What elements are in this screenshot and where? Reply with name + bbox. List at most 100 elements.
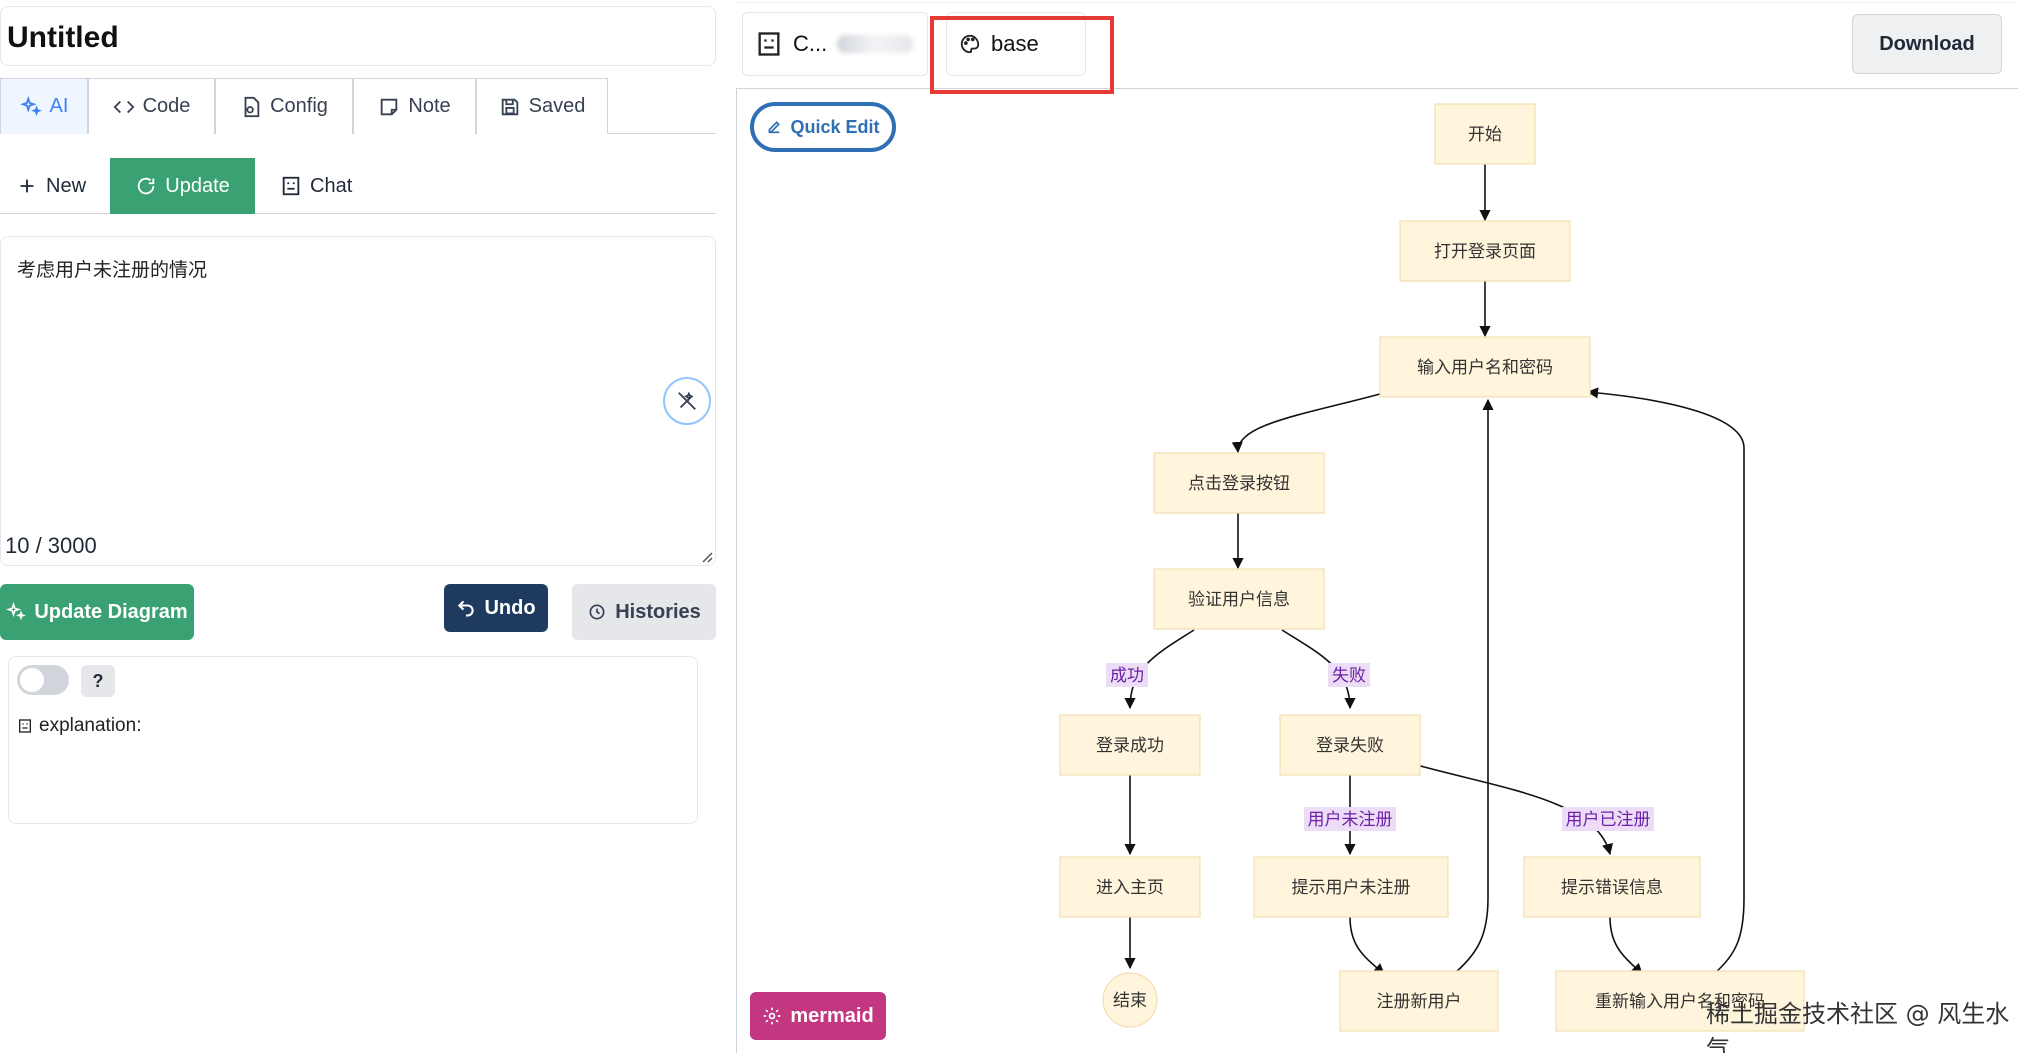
- blurred-model-name: [837, 35, 914, 53]
- theme-label: base: [991, 31, 1039, 56]
- bot-icon: [19, 719, 31, 733]
- update-diagram-label: Update Diagram: [34, 600, 188, 623]
- edge-fail-error: [1405, 761, 1613, 856]
- sub-tab-bar: New Update Chat: [0, 158, 716, 214]
- node-click-login-label: 点击登录按钮: [1188, 474, 1290, 494]
- model-selector[interactable]: C...: [742, 12, 928, 76]
- note-icon: [381, 98, 398, 115]
- magic-wand-button[interactable]: [663, 377, 711, 425]
- node-open-login[interactable]: 打开登录页面: [1399, 220, 1571, 282]
- flowchart-edges: [1124, 164, 1745, 975]
- node-verify-label: 验证用户信息: [1188, 590, 1290, 610]
- tab-config[interactable]: Config: [215, 78, 353, 134]
- tab-code[interactable]: Code: [88, 78, 215, 134]
- edge-label-success: 成功: [1106, 663, 1148, 687]
- tab-new[interactable]: New: [16, 158, 112, 214]
- explanation-label-text: explanation:: [39, 715, 142, 736]
- edge-unregistered-register: [1349, 916, 1385, 975]
- edge-input-click: [1231, 393, 1381, 454]
- edge-label-registered-text: 用户已注册: [1566, 810, 1651, 830]
- node-login-fail[interactable]: 登录失败: [1279, 714, 1421, 776]
- resize-handle-icon[interactable]: [699, 549, 713, 563]
- edge-reenter-input: [1586, 387, 1745, 975]
- node-enter-home[interactable]: 进入主页: [1059, 856, 1201, 918]
- bot-icon: [282, 176, 300, 196]
- history-icon: [589, 604, 605, 620]
- tab-update-label: Update: [165, 174, 230, 197]
- histories-label: Histories: [615, 600, 701, 623]
- save-icon: [501, 98, 518, 115]
- prompt-textarea[interactable]: 考虑用户未注册的情况 10 / 3000: [0, 236, 716, 566]
- tab-chat-label: Chat: [310, 174, 353, 197]
- character-count: 10 / 3000: [5, 533, 97, 558]
- magic-wand-icon: [678, 391, 696, 410]
- gear-icon: [763, 1007, 781, 1025]
- explanation-panel: ? explanation:: [8, 656, 698, 824]
- explanation-toggle[interactable]: [17, 665, 69, 695]
- quick-edit-label: Quick Edit: [790, 116, 880, 137]
- help-button[interactable]: ?: [81, 665, 115, 697]
- mermaid-badge[interactable]: mermaid: [750, 992, 886, 1040]
- node-start[interactable]: 开始: [1434, 103, 1536, 165]
- tab-code-label: Code: [142, 95, 191, 117]
- edge-label-success-text: 成功: [1110, 666, 1144, 686]
- tab-new-label: New: [46, 174, 87, 197]
- sparkles-icon: [19, 95, 42, 116]
- tab-saved-label: Saved: [528, 95, 586, 117]
- undo-button[interactable]: Undo: [444, 584, 548, 632]
- node-verify[interactable]: 验证用户信息: [1153, 568, 1325, 630]
- document-title[interactable]: Untitled: [7, 21, 119, 54]
- main-tab-bar: AI Code Config Note Saved: [0, 78, 716, 134]
- node-hint-unregistered-label: 提示用户未注册: [1292, 878, 1411, 898]
- watermark: 稀土掘金技术社区 @ 风生水气: [1706, 1000, 2010, 1053]
- update-diagram-button[interactable]: Update Diagram: [0, 584, 194, 640]
- theme-selector[interactable]: base: [946, 12, 1086, 76]
- tab-saved[interactable]: Saved: [476, 78, 608, 134]
- tab-note-label: Note: [408, 95, 451, 117]
- node-start-label: 开始: [1468, 125, 1502, 145]
- quick-edit-button[interactable]: Quick Edit: [750, 102, 896, 152]
- node-click-login[interactable]: 点击登录按钮: [1153, 452, 1325, 514]
- edge-label-fail: 失败: [1328, 663, 1370, 687]
- plus-icon: [20, 179, 34, 193]
- node-end[interactable]: 结束: [1102, 972, 1158, 1028]
- refresh-icon: [138, 177, 155, 195]
- tab-chat[interactable]: Chat: [280, 158, 380, 214]
- top-divider: [736, 2, 2018, 3]
- bot-icon: [758, 32, 780, 56]
- histories-button[interactable]: Histories: [572, 584, 716, 640]
- explanation-label: explanation:: [17, 715, 141, 737]
- palette-icon: [960, 34, 980, 54]
- highlight-box: [930, 16, 1114, 94]
- prompt-value[interactable]: 考虑用户未注册的情况: [17, 260, 208, 281]
- undo-icon: [458, 600, 475, 617]
- node-reenter-label: 重新输入用户名和密码: [1595, 992, 1765, 1012]
- download-button[interactable]: Download: [1852, 14, 2002, 74]
- config-icon: [244, 96, 260, 117]
- document-title-field[interactable]: Untitled: [0, 6, 716, 66]
- node-login-fail-label: 登录失败: [1316, 736, 1384, 756]
- tab-update[interactable]: Update: [110, 158, 255, 214]
- node-enter-home-label: 进入主页: [1096, 878, 1164, 898]
- undo-label: Undo: [484, 596, 536, 619]
- diagram-canvas[interactable]: [736, 88, 2018, 1053]
- mermaid-label: mermaid: [790, 1004, 874, 1027]
- flowchart: 成功 失败 用户未注册 用户已注册 开始 打开登录页面 输入用户名和密码 点击登…: [1059, 103, 1805, 1032]
- edge-label-unregistered: 用户未注册: [1304, 807, 1396, 831]
- edge-error-reenter: [1609, 916, 1643, 975]
- node-open-login-label: 打开登录页面: [1434, 242, 1536, 262]
- node-register[interactable]: 注册新用户: [1339, 970, 1499, 1032]
- node-input-credentials[interactable]: 输入用户名和密码: [1379, 336, 1591, 398]
- edge-label-fail-text: 失败: [1332, 666, 1366, 686]
- tab-ai[interactable]: AI: [0, 78, 88, 134]
- node-input-credentials-label: 输入用户名和密码: [1417, 358, 1553, 378]
- tab-note[interactable]: Note: [353, 78, 476, 134]
- tab-config-label: Config: [270, 95, 328, 117]
- node-login-success[interactable]: 登录成功: [1059, 714, 1201, 776]
- node-hint-error[interactable]: 提示错误信息: [1523, 856, 1701, 918]
- node-hint-unregistered[interactable]: 提示用户未注册: [1253, 856, 1449, 918]
- node-end-label: 结束: [1113, 991, 1147, 1011]
- tab-ai-label: AI: [49, 95, 69, 117]
- node-hint-error-label: 提示错误信息: [1561, 878, 1663, 898]
- node-reenter[interactable]: 重新输入用户名和密码: [1555, 970, 1805, 1032]
